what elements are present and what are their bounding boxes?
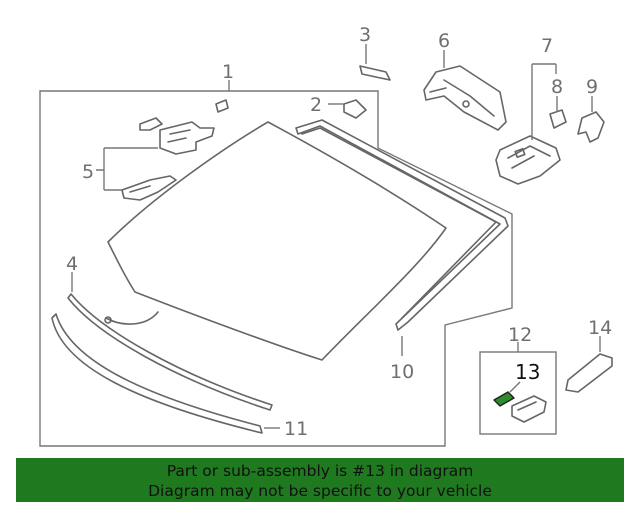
mirror-housing-7	[495, 135, 561, 185]
callout-8: 8	[551, 76, 563, 98]
callout-10: 10	[390, 361, 414, 383]
lower-seal-strip	[67, 293, 273, 411]
side-moulding	[295, 119, 509, 331]
callout-6: 6	[438, 30, 450, 52]
callout-4: 4	[66, 253, 78, 275]
bracket-9	[577, 111, 605, 143]
callout-2: 2	[310, 94, 322, 116]
mirror-cover-6	[423, 65, 507, 131]
windshield-glass	[107, 121, 447, 361]
callout-14: 14	[588, 317, 612, 339]
callout-1: 1	[222, 61, 234, 83]
clip-8	[549, 109, 567, 129]
callout-5: 5	[82, 161, 94, 183]
cover-14	[565, 353, 613, 393]
info-banner: Part or sub-assembly is #13 in diagram D…	[16, 458, 624, 502]
bracket-upper	[139, 99, 229, 155]
banner-line-2: Diagram may not be specific to your vehi…	[148, 482, 492, 500]
banner-line-1: Part or sub-assembly is #13 in diagram	[166, 462, 474, 480]
part-13-highlighted[interactable]	[493, 391, 515, 407]
callout-12: 12	[508, 324, 532, 346]
sensor-12	[511, 395, 547, 423]
callout-11: 11	[284, 418, 308, 440]
parts-diagram: 1 2 3 4 5 6 7 8 9 10 11 12 13 14	[39, 24, 613, 447]
bracket-lower	[121, 175, 177, 201]
leader-lines	[71, 44, 601, 429]
assembly-frame	[39, 90, 513, 447]
lower-moulding	[51, 313, 263, 434]
callout-13: 13	[515, 360, 540, 384]
pad-3	[359, 65, 391, 81]
clip-2	[343, 99, 367, 119]
callout-7: 7	[541, 35, 553, 57]
callout-3: 3	[359, 24, 371, 46]
callout-9: 9	[586, 76, 598, 98]
